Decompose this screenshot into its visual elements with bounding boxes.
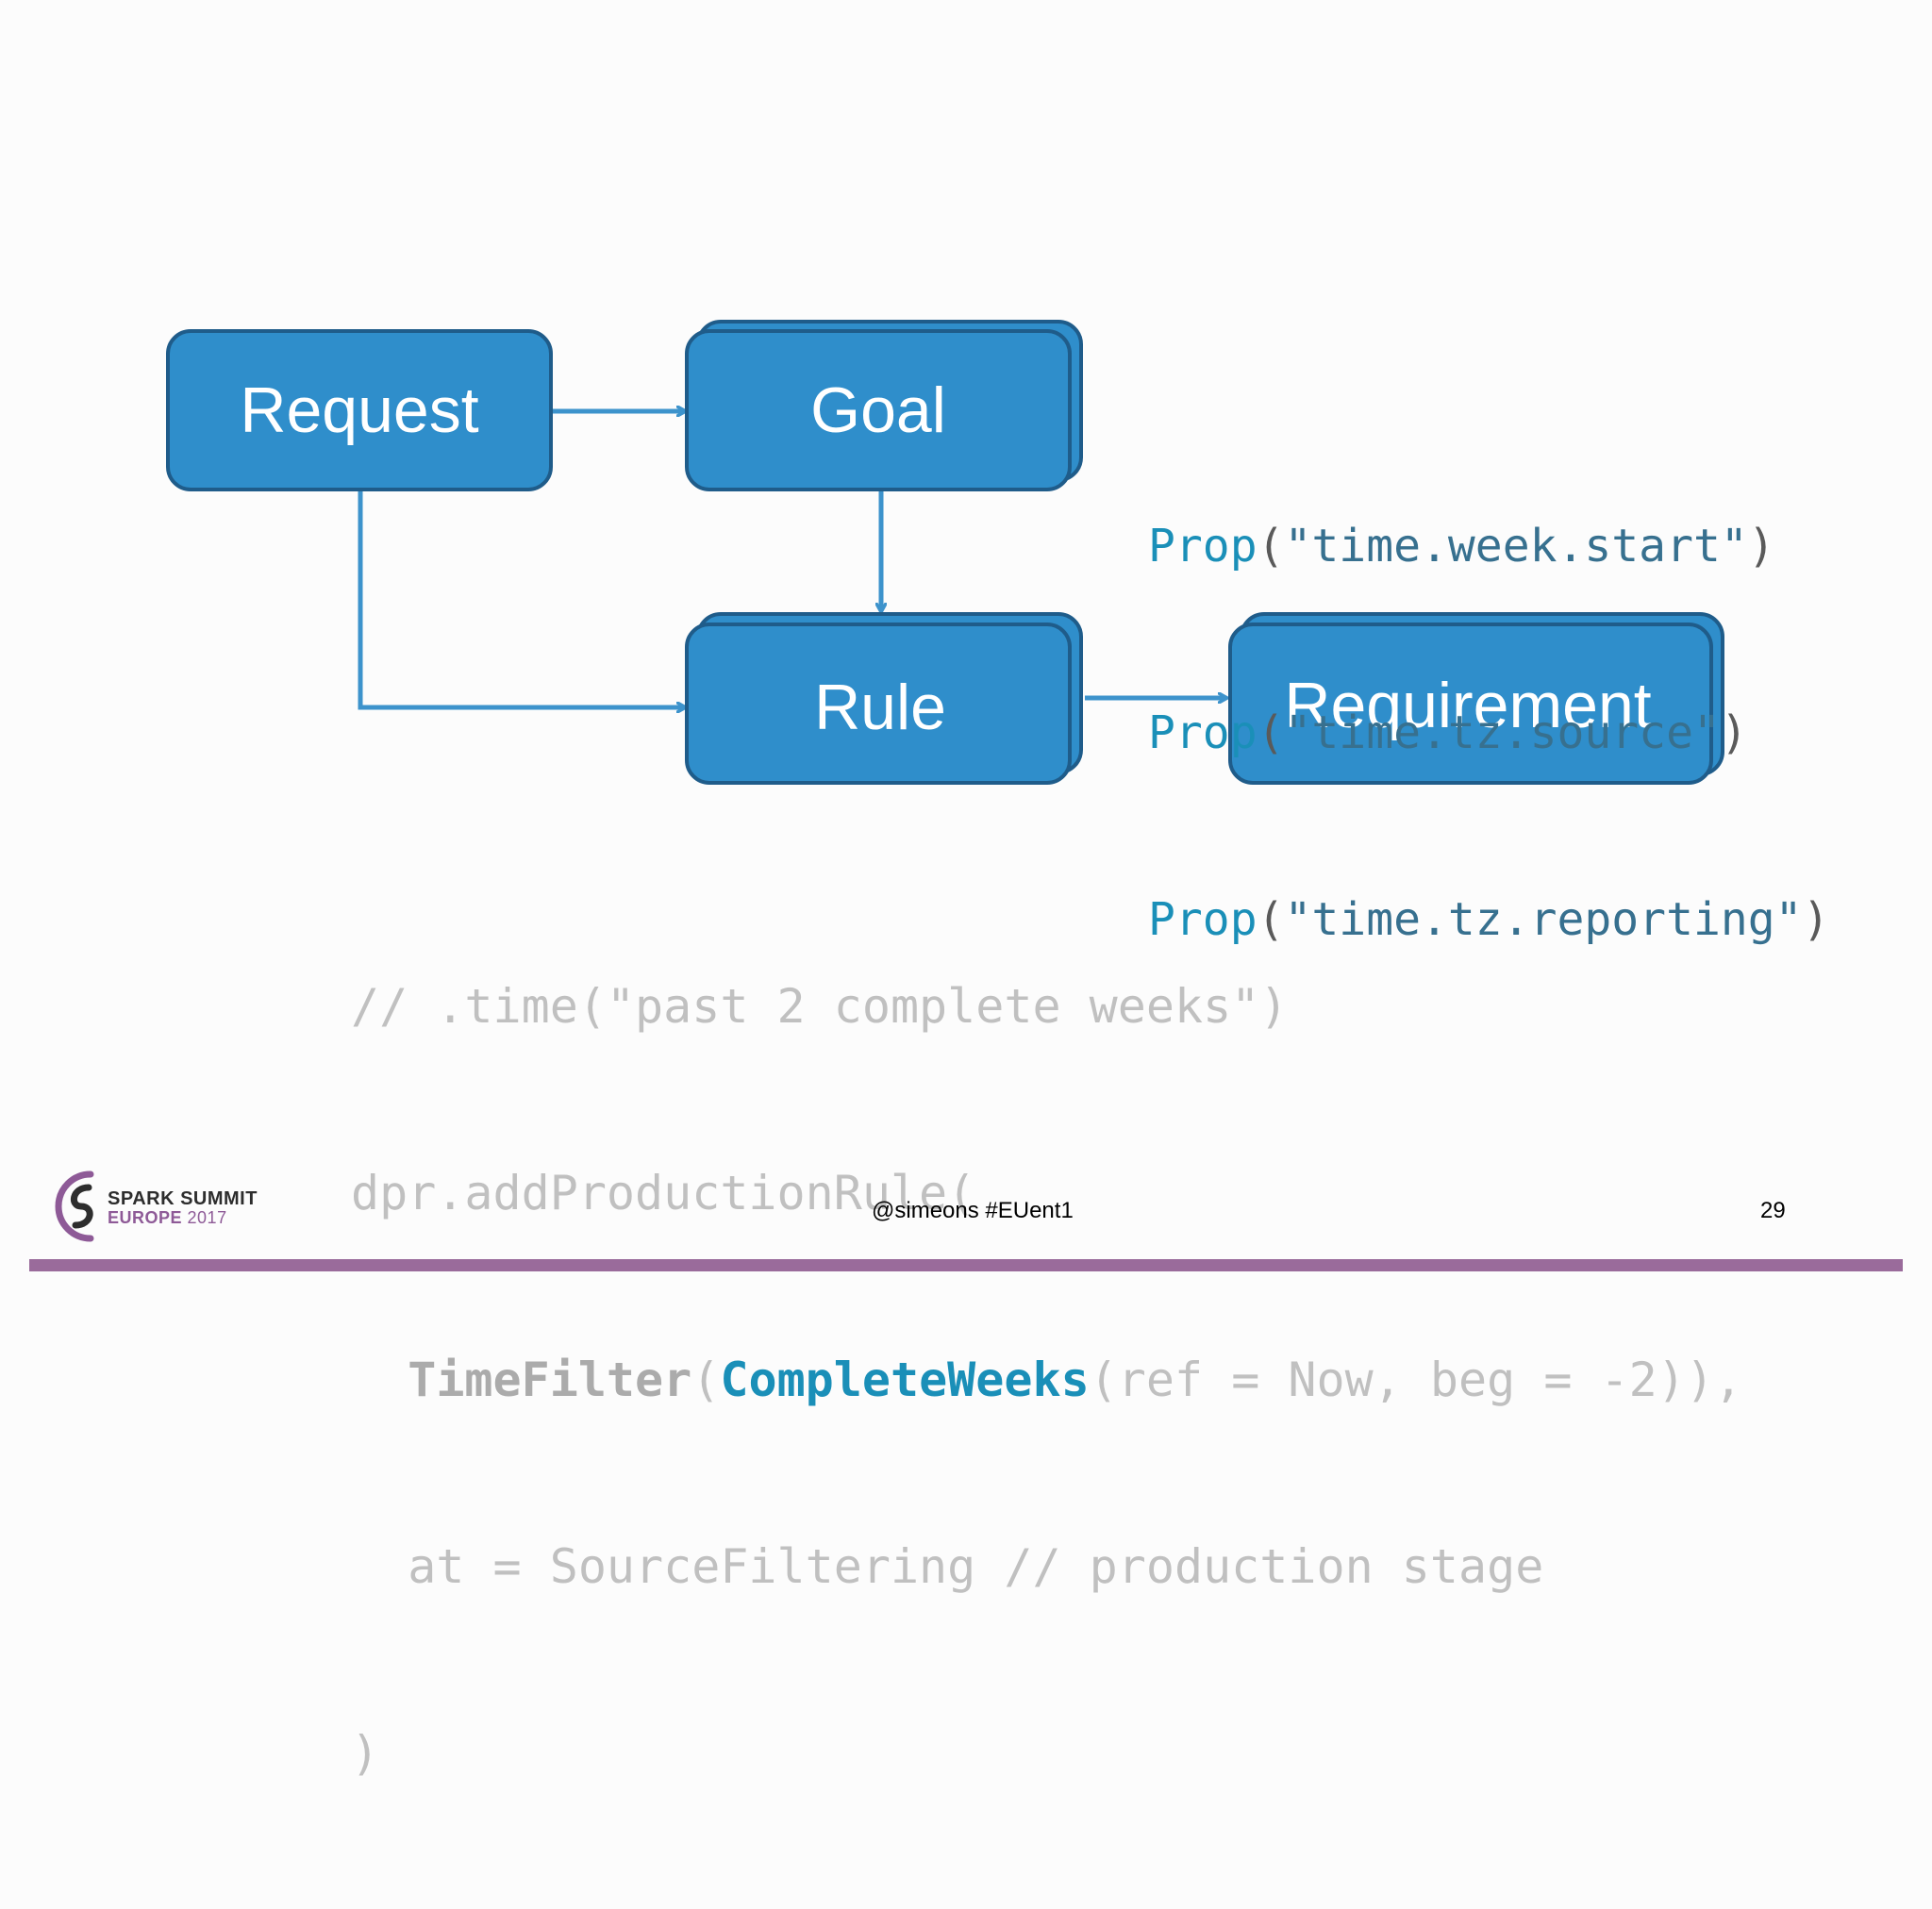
- node-rule-label: Rule: [814, 672, 946, 743]
- prop-arg: "time.tz.reporting": [1284, 893, 1803, 946]
- code-at-line: at = SourceFiltering // production stage: [351, 1539, 1544, 1594]
- logo-title: SPARK SUMMIT: [108, 1188, 258, 1209]
- node-requirement-label: Requirement: [1284, 670, 1651, 741]
- node-requirement: Requirement: [1228, 612, 1724, 785]
- prop-arg: "time.tz.source": [1284, 706, 1721, 759]
- code-indent: [351, 1353, 408, 1407]
- code-timefilter-line: TimeFilter(CompleteWeeks(ref = Now, beg …: [351, 1349, 1742, 1411]
- page-number: 29: [1760, 1198, 1786, 1223]
- prop-close-paren: ): [1802, 893, 1830, 946]
- prop-open-paren: (: [1257, 520, 1285, 573]
- prop-fn: Prop: [1148, 520, 1257, 573]
- prop-fn: Prop: [1148, 706, 1257, 759]
- slide: Request Goal Rule Requirement Prop("time…: [29, 320, 1903, 1781]
- node-goal: Goal: [685, 320, 1083, 491]
- prop-open-paren: (: [1257, 893, 1285, 946]
- prop-fn: Prop: [1148, 893, 1257, 946]
- prop-line: Prop("time.week.start"): [1148, 515, 1829, 577]
- spark-summit-logo-icon: [55, 1170, 94, 1242]
- code-args: (ref = Now, beg = -2)),: [1089, 1353, 1743, 1407]
- prop-line: Prop("time.tz.reporting"): [1148, 888, 1829, 951]
- code-open-paren: (: [691, 1353, 721, 1407]
- node-goal-label: Goal: [810, 374, 946, 446]
- code-comment-line: // .time("past 2 complete weeks"): [351, 979, 1289, 1034]
- node-request-label: Request: [240, 374, 478, 446]
- logo-subtitle-event: EUROPE: [108, 1208, 183, 1227]
- node-rule: Rule: [685, 612, 1083, 785]
- prop-arg: "time.week.start": [1284, 520, 1748, 573]
- arrow-request-to-rule: [358, 490, 685, 707]
- prop-open-paren: (: [1257, 706, 1285, 759]
- footer-divider: [29, 1259, 1903, 1271]
- code-completeweeks-fn: CompleteWeeks: [720, 1353, 1090, 1407]
- flow-diagram: Request Goal Rule Requirement: [166, 320, 1724, 785]
- logo-subtitle-year: 2017: [182, 1208, 227, 1227]
- prop-close-paren: ): [1720, 706, 1748, 759]
- code-timefilter-fn: TimeFilter: [408, 1353, 692, 1407]
- logo-subtitle: EUROPE 2017: [108, 1208, 227, 1228]
- prop-close-paren: ): [1747, 520, 1775, 573]
- prop-list: Prop("time.week.start") Prop("time.tz.so…: [1148, 390, 1829, 1075]
- code-block: // .time("past 2 complete weeks") dpr.ad…: [351, 851, 1742, 1909]
- code-close-line: ): [351, 1726, 380, 1781]
- node-request: Request: [166, 329, 553, 491]
- connectors: [358, 411, 1226, 707]
- twitter-handle: @simeons #EUent1: [872, 1198, 1074, 1223]
- prop-line: Prop("time.tz.source"): [1148, 702, 1829, 764]
- code-call-line: dpr.addProductionRule(: [351, 1166, 976, 1220]
